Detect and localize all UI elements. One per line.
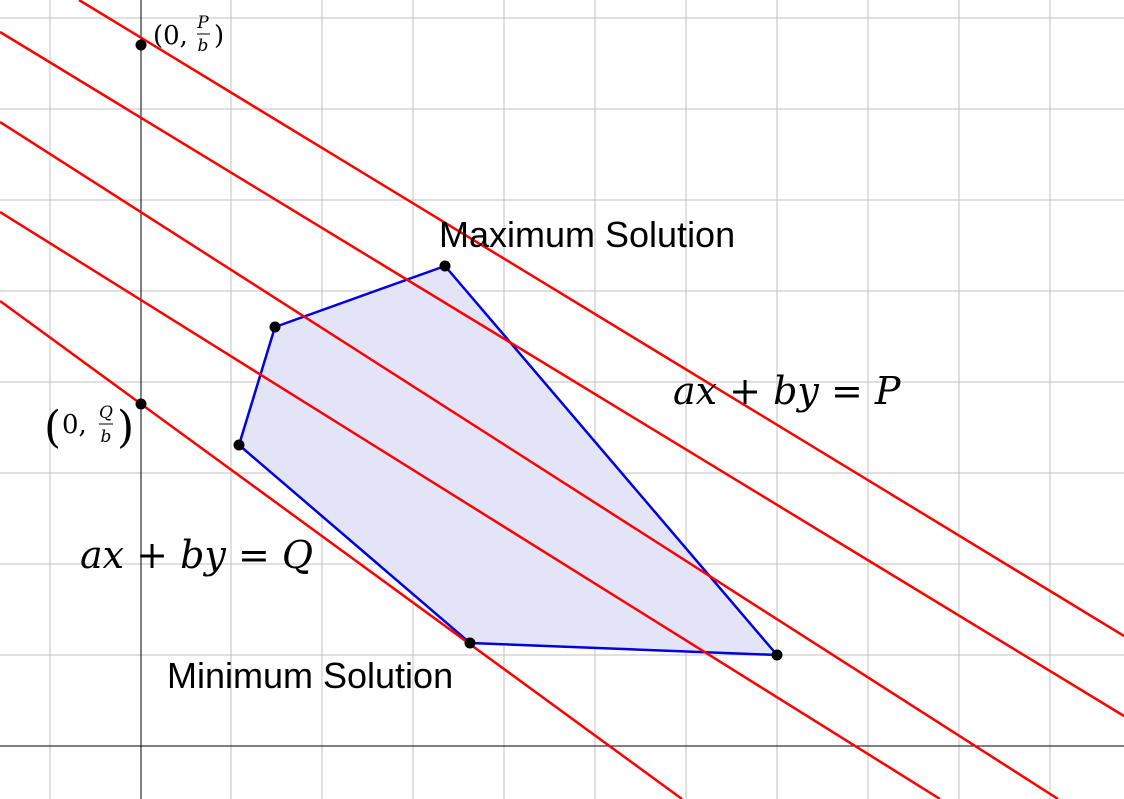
feasible-region: [237, 264, 779, 657]
point-0-p-over-b: [135, 39, 147, 51]
coord-p-denominator: b: [198, 36, 209, 56]
iso-line: [0, 30, 1124, 718]
points: [135, 39, 783, 661]
coord-p-suffix: ): [214, 21, 224, 51]
coord-p-numerator: P: [196, 13, 209, 33]
equation-p-label: ax + by = P: [673, 369, 902, 413]
vertex: [233, 439, 245, 451]
iso-line: [0, 210, 941, 799]
coord-p-prefix: (0,: [153, 21, 188, 51]
vertex: [771, 649, 783, 661]
line-ax-by-p: [78, 0, 1124, 638]
equation-q-label: ax + by = Q: [80, 533, 313, 577]
coord-label-q: ( 0, Q b ): [44, 402, 134, 453]
min-solution-label: Minimum Solution: [167, 655, 453, 696]
coord-q-denominator: b: [101, 427, 112, 447]
point-0-q-over-b: [135, 398, 147, 410]
iso-line: [0, 120, 1059, 799]
vertex-min-solution: [464, 637, 476, 649]
coord-q-numerator: Q: [99, 403, 113, 423]
vertex-max-solution: [439, 260, 451, 272]
coord-q-open-paren: (: [44, 402, 61, 453]
coord-label-p: (0, P b ): [153, 13, 224, 56]
vertex: [269, 321, 281, 333]
coord-q-prefix: 0,: [62, 410, 87, 440]
max-solution-label: Maximum Solution: [439, 214, 735, 255]
line-ax-by-q: [0, 299, 683, 799]
coord-q-close-paren: ): [117, 402, 134, 453]
